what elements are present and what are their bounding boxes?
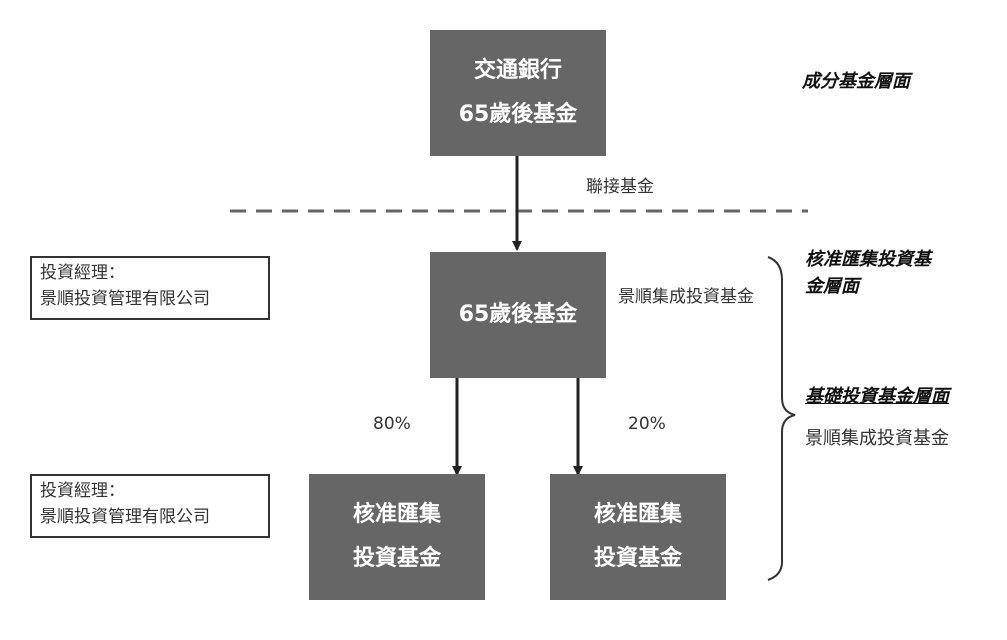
manager-2-line1: 投資經理： bbox=[40, 481, 125, 501]
top-fund-line1: 交通銀行 bbox=[473, 58, 562, 83]
sub-fund-1-line1: 核准匯集 bbox=[352, 502, 441, 527]
manager-1-line1: 投資經理： bbox=[40, 263, 125, 283]
top-fund-line2: 65歲後基金 bbox=[458, 102, 578, 127]
top-fund-box: 交通銀行 65歲後基金 bbox=[430, 30, 606, 156]
sub-fund-2-line2: 投資基金 bbox=[593, 546, 682, 571]
manager-box-1: 投資經理： 景順投資管理有限公司 bbox=[30, 256, 270, 320]
underlying-level-sublabel: 景順集成投資基金 bbox=[805, 428, 949, 449]
apif-level-label-line1: 核准匯集投資基 bbox=[805, 249, 931, 270]
apif-level-label-line2: 金層面 bbox=[805, 276, 859, 297]
underlying-level-label: 基礎投資基金層面 bbox=[805, 386, 949, 407]
manager-2-line2: 景順投資管理有限公司 bbox=[40, 507, 210, 527]
feeder-label: 聯接基金 bbox=[586, 177, 654, 197]
master-fund-box: 65歲後基金 bbox=[430, 252, 606, 378]
sub-fund-1-percent: 80% bbox=[373, 414, 411, 434]
manager-1-line2: 景順投資管理有限公司 bbox=[40, 289, 210, 309]
master-fund-side-label: 景順集成投資基金 bbox=[618, 287, 754, 307]
level-bracket bbox=[767, 256, 796, 581]
sub-fund-box-2: 核准匯集 投資基金 bbox=[550, 474, 726, 600]
constituent-level-label: 成分基金層面 bbox=[802, 71, 910, 92]
sub-fund-box-1: 核准匯集 投資基金 bbox=[309, 474, 485, 600]
sub-fund-2-line1: 核准匯集 bbox=[593, 502, 682, 527]
sub-fund-2-percent: 20% bbox=[628, 414, 666, 434]
master-fund-title: 65歲後基金 bbox=[458, 302, 578, 327]
sub-fund-1-line2: 投資基金 bbox=[352, 546, 441, 571]
manager-box-2: 投資經理： 景順投資管理有限公司 bbox=[30, 474, 270, 538]
